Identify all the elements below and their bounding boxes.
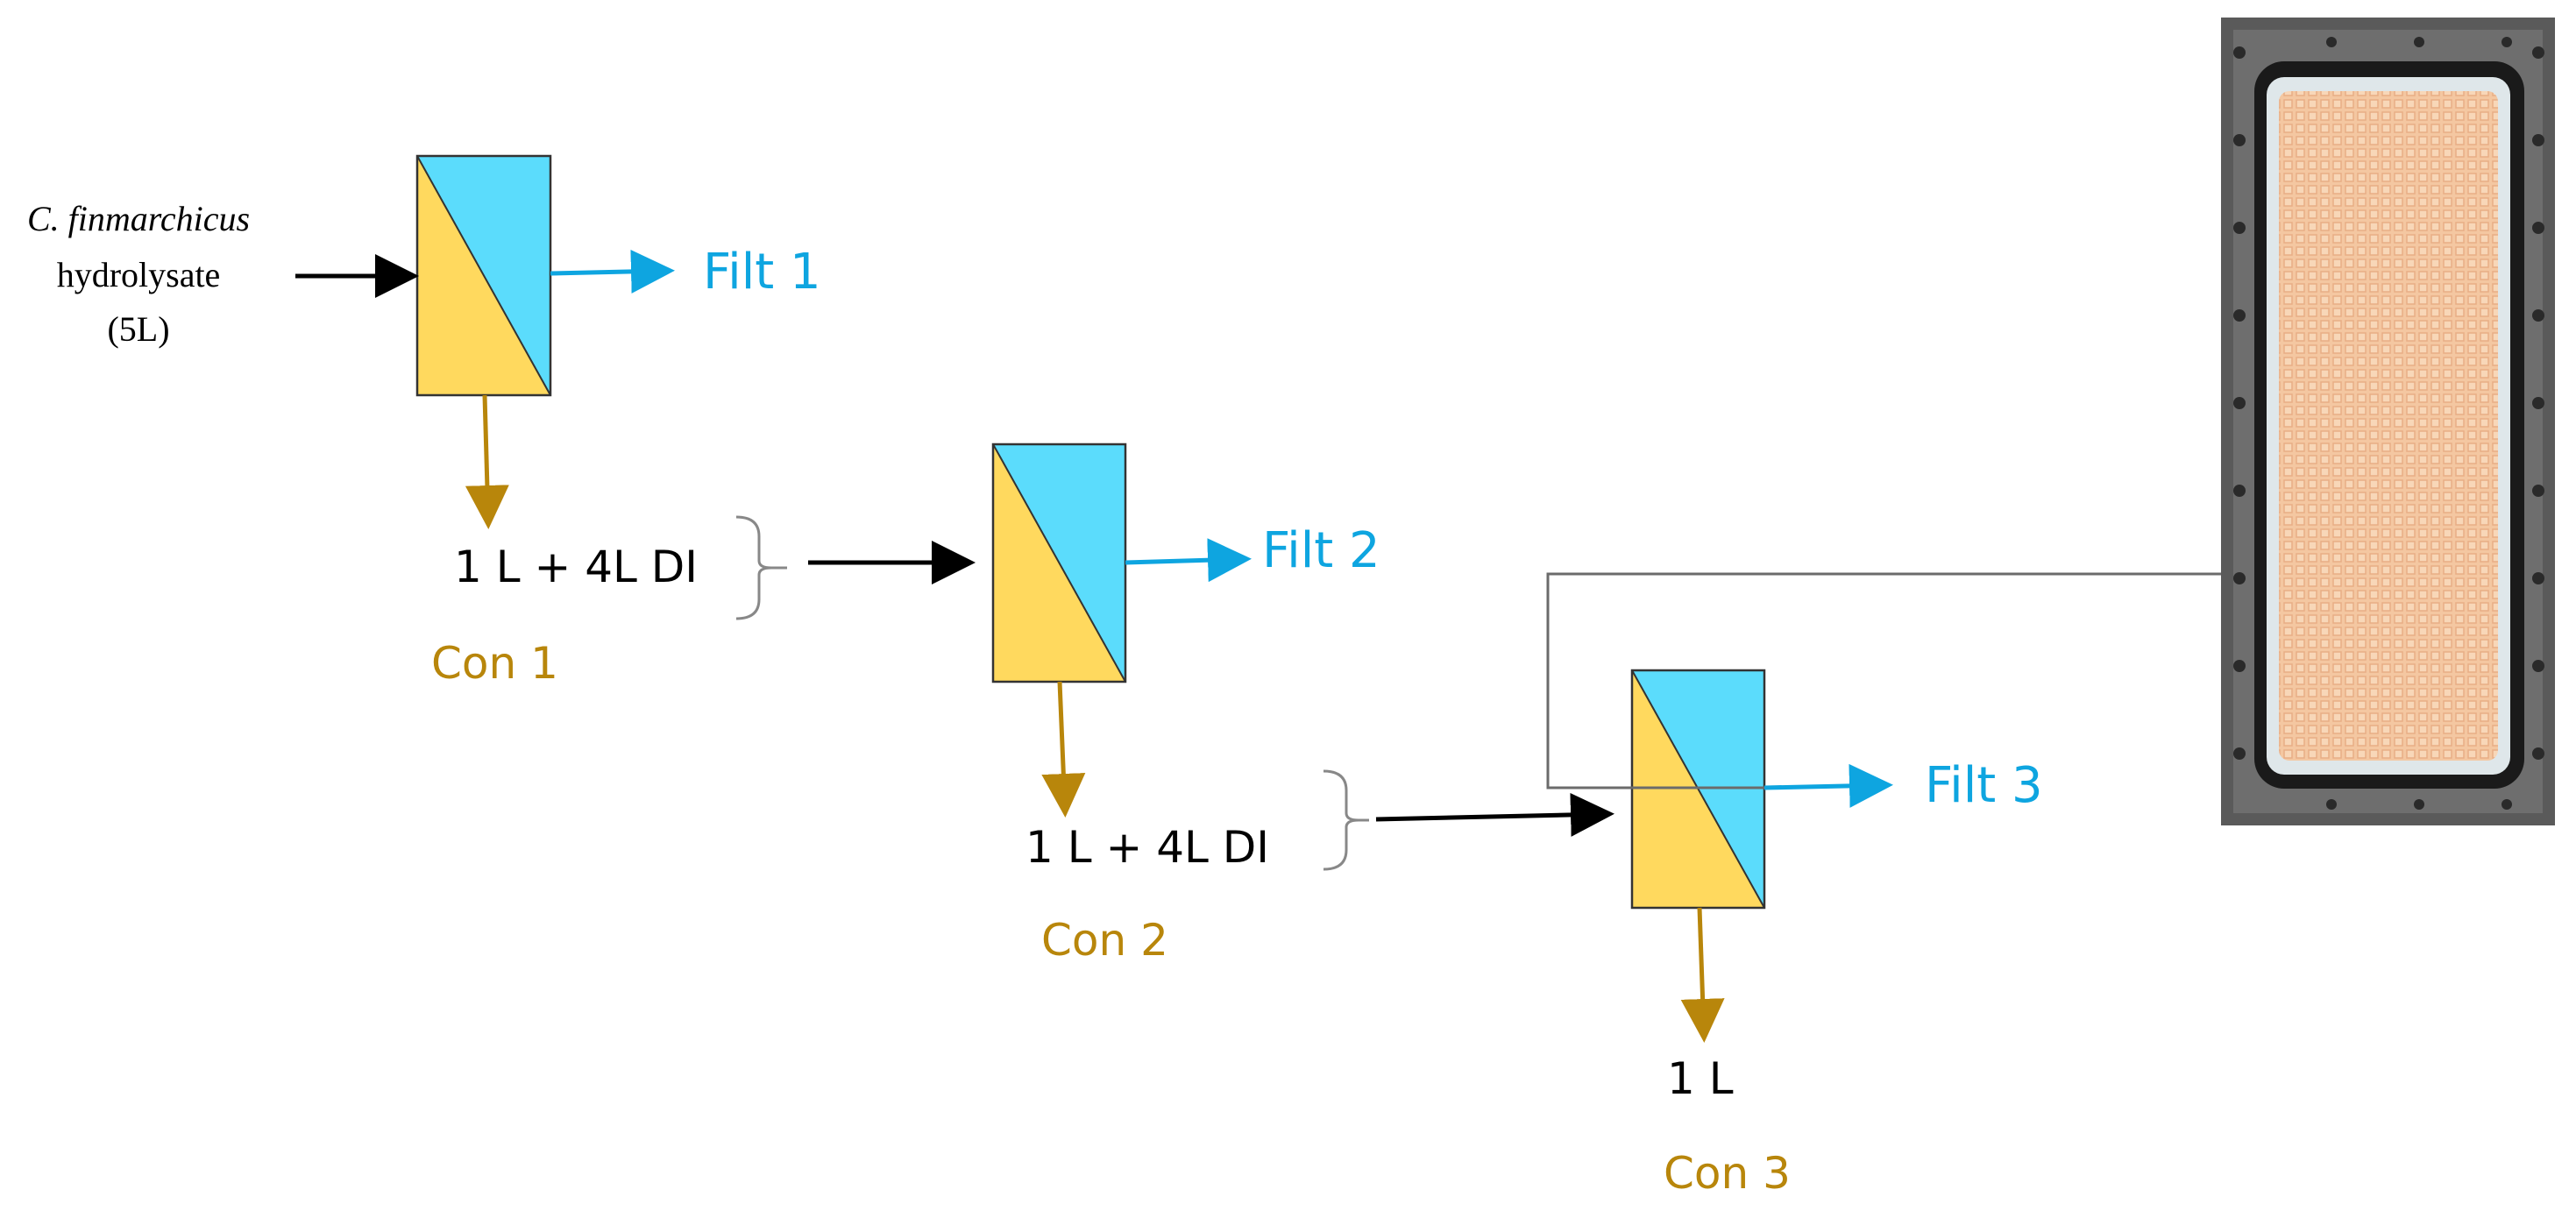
final-volume-label: 1 L <box>1667 1053 1734 1104</box>
brace-2 <box>1323 769 1359 871</box>
feed-arrow-3 <box>1375 792 1614 837</box>
filter-unit-2 <box>991 443 1127 683</box>
concentrate-label-2: Con 2 <box>1041 915 1168 966</box>
filter-unit-1 <box>415 154 552 397</box>
feed-volume: (5L) <box>107 309 170 349</box>
dilution-label-1: 1 L + 4L DI <box>454 542 699 592</box>
dilution-label-2: 1 L + 4L DI <box>1025 822 1270 873</box>
retentate-arrow-1 <box>465 394 509 529</box>
concentrate-label-3: Con 3 <box>1664 1148 1791 1199</box>
filtrate-label-3: Filt 3 <box>1925 757 2043 814</box>
filtrate-label-1: Filt 1 <box>703 244 821 301</box>
filtrate-label-2: Filt 2 <box>1262 522 1380 579</box>
concentrate-label-1: Con 1 <box>431 638 558 689</box>
membrane-plate-photo <box>2221 18 2555 825</box>
retentate-arrow-2 <box>1041 681 1086 818</box>
permeate-arrow-1 <box>550 249 675 294</box>
connector-line <box>1546 561 2295 790</box>
feed-type: hydrolysate <box>56 255 221 294</box>
brace-1 <box>735 515 772 620</box>
permeate-arrow-2 <box>1125 538 1252 583</box>
retentate-arrow-3 <box>1680 907 1725 1043</box>
feed-species: C. finmarchicus <box>26 199 251 238</box>
permeate-arrow-3 <box>1763 763 1893 808</box>
